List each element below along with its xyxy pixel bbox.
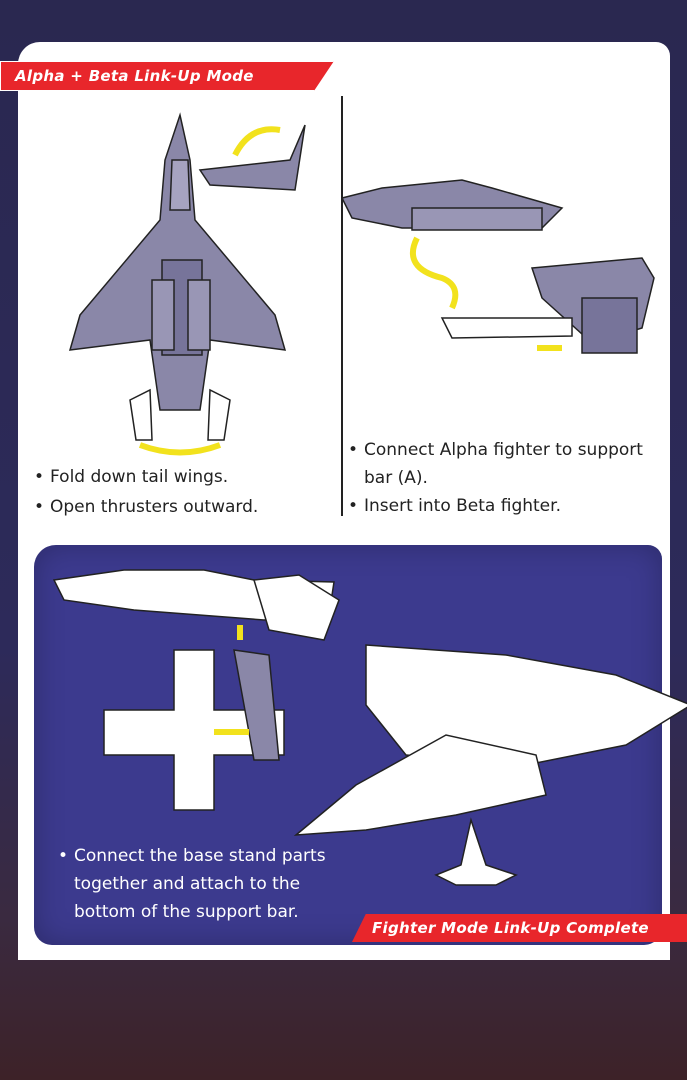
section-title-link-up: Alpha + Beta Link-Up Mode bbox=[0, 61, 334, 91]
alpha-beta-side-view bbox=[342, 168, 662, 428]
rotate-arrow-top bbox=[235, 129, 280, 155]
bar-arrow-down bbox=[413, 238, 455, 308]
section-title-complete-text: Fighter Mode Link-Up Complete bbox=[366, 919, 649, 937]
step-item: Insert into Beta fighter. bbox=[348, 492, 648, 520]
step-list-right: Connect Alpha fighter to support bar (A)… bbox=[348, 436, 648, 520]
step-item: Fold down tail wings. bbox=[34, 462, 258, 492]
step-list-complete: Connect the base stand parts together an… bbox=[58, 842, 358, 926]
step-list-left: Fold down tail wings. Open thrusters out… bbox=[34, 462, 258, 522]
section-title-complete: Fighter Mode Link-Up Complete bbox=[352, 914, 687, 942]
alpha-fighter-top-view bbox=[40, 100, 300, 460]
step-item: Open thrusters outward. bbox=[34, 492, 258, 522]
step-item: Connect the base stand parts together an… bbox=[58, 842, 358, 926]
rotate-arrow-bottom bbox=[140, 445, 220, 453]
section-title-link-up-text: Alpha + Beta Link-Up Mode bbox=[15, 67, 254, 85]
step-item: Connect Alpha fighter to support bar (A)… bbox=[348, 436, 648, 492]
